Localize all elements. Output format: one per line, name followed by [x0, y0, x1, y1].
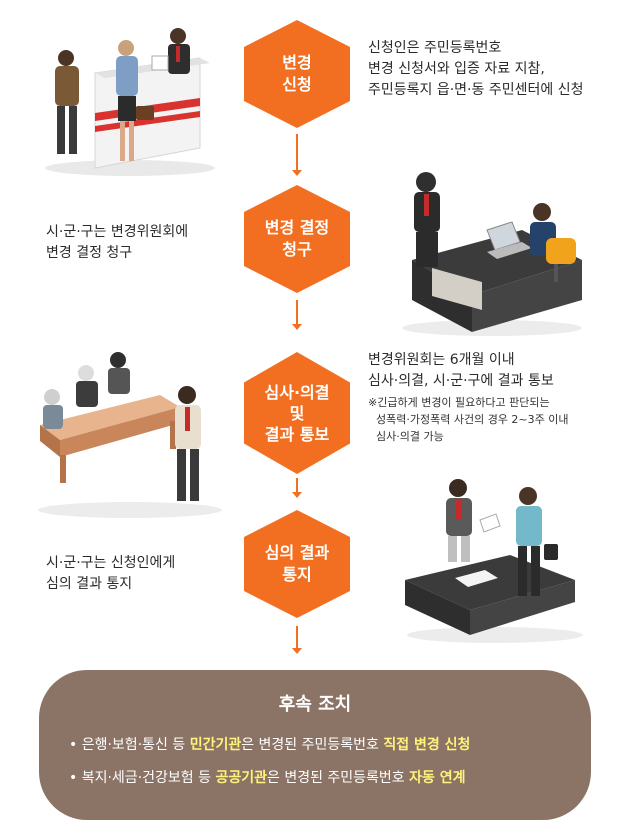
followup-line-1-highlight-d: 직접 변경 신청 — [383, 737, 470, 753]
step-1-desc-line: 변경 신청서와 입증 자료 지참, — [368, 59, 583, 80]
step-2-label-line-1: 변경 결정 — [265, 217, 329, 239]
bullet: • — [69, 770, 77, 786]
document-handover-illustration — [400, 470, 590, 645]
step-3-note-line: 심사·의결 가능 — [368, 428, 569, 445]
step-3-desc-line: 심사·의결, 시·군·구에 결과 통보 — [368, 371, 554, 392]
committee-meeting-illustration — [30, 345, 230, 520]
step-1-hexagon: 변경 신청 — [244, 20, 350, 128]
step-4-hexagon: 심의 결과 통지 — [244, 510, 350, 618]
followup-line-1-text-c: 은 변경된 주민등록번호 — [241, 737, 383, 753]
followup-box: 후속 조치 • 은행·보험·통신 등 민간기관은 변경된 주민등록번호 직접 변… — [39, 670, 591, 820]
step-3-note: ※긴급하게 변경이 필요하다고 판단되는 성폭력·가정폭력 사건의 경우 2~3… — [368, 394, 569, 445]
step-3-hexagon: 심사·의결 및 결과 통보 — [244, 352, 350, 474]
service-counter-illustration — [30, 18, 220, 183]
step-4-desc-line: 시·군·구는 신청인에게 — [46, 553, 175, 574]
step-1-label-line-1: 변경 — [282, 52, 311, 74]
followup-line-2-text-a: 복지·세금·건강보험 등 — [82, 770, 216, 786]
step-4-desc-line: 심의 결과 통지 — [46, 574, 175, 595]
step-3-note-line: ※긴급하게 변경이 필요하다고 판단되는 — [368, 394, 569, 411]
flow-arrow — [296, 300, 298, 328]
step-1-label-line-2: 신청 — [282, 74, 311, 96]
flow-arrow — [296, 134, 298, 174]
step-2-desc-line: 변경 결정 청구 — [46, 243, 188, 264]
followup-line-2-highlight-d: 자동 연계 — [409, 770, 465, 786]
step-4-description: 시·군·구는 신청인에게 심의 결과 통지 — [46, 553, 175, 595]
bullet: • — [69, 737, 77, 753]
step-2-description: 시·군·구는 변경위원회에 변경 결정 청구 — [46, 222, 188, 264]
step-3-label-line-1: 심사·의결 — [265, 382, 330, 403]
step-3-label-line-2: 및 — [290, 403, 305, 424]
followup-line-2-highlight-b: 공공기관 — [215, 770, 267, 786]
step-3-description: 변경위원회는 6개월 이내 심사·의결, 시·군·구에 결과 통보 — [368, 350, 554, 392]
followup-title: 후속 조치 — [39, 690, 591, 716]
step-1-desc-line: 주민등록지 읍·면·동 주민센터에 신청 — [368, 80, 583, 101]
followup-line-1: • 은행·보험·통신 등 민간기관은 변경된 주민등록번호 직접 변경 신청 — [69, 734, 470, 754]
step-3-label-line-3: 결과 통보 — [265, 424, 329, 445]
followup-line-2-text-c: 은 변경된 주민등록번호 — [267, 770, 409, 786]
flow-arrow — [296, 478, 298, 496]
step-4-label-line-2: 통지 — [282, 564, 311, 586]
step-3-note-line: 성폭력·가정폭력 사건의 경우 2~3주 이내 — [368, 411, 569, 428]
step-4-label-line-1: 심의 결과 — [265, 542, 329, 564]
step-2-label-line-2: 청구 — [282, 239, 311, 261]
flow-arrow — [296, 626, 298, 652]
step-1-description: 신청인은 주민등록번호 변경 신청서와 입증 자료 지참, 주민등록지 읍·면·… — [368, 38, 583, 101]
followup-line-1-highlight-b: 민간기관 — [190, 737, 242, 753]
step-1-desc-line: 신청인은 주민등록번호 — [368, 38, 583, 59]
step-2-desc-line: 시·군·구는 변경위원회에 — [46, 222, 188, 243]
step-2-hexagon: 변경 결정 청구 — [244, 185, 350, 293]
followup-line-2: • 복지·세금·건강보험 등 공공기관은 변경된 주민등록번호 자동 연계 — [69, 767, 466, 787]
step-3-desc-line: 변경위원회는 6개월 이내 — [368, 350, 554, 371]
followup-line-1-text-a: 은행·보험·통신 등 — [82, 737, 190, 753]
office-desk-illustration — [392, 160, 592, 340]
